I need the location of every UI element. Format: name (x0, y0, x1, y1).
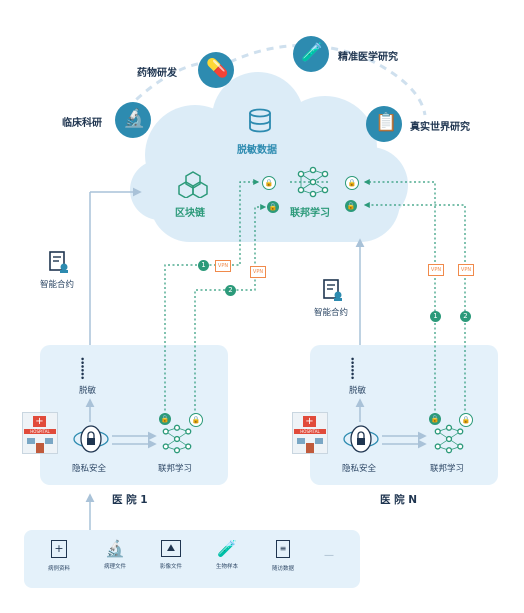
neural-network-icon (297, 166, 329, 198)
clipboard-icon: 📋 (375, 112, 398, 133)
neural-network-icon (434, 424, 464, 454)
hospital-sign: HOSPITAL (24, 429, 56, 434)
lock-icon: 🔒 (262, 176, 276, 190)
step-badge-2: 2 (225, 285, 236, 296)
cloud-title: 脱敏数据 (237, 145, 277, 156)
lock-icon: 🔒 (267, 201, 279, 213)
source-followup: ≡ 随访数据 (258, 540, 308, 572)
hospitalN-federated-label: 联邦学习 (430, 464, 465, 474)
privacy-shield-icon (343, 425, 379, 453)
vpn-badge: VPN (250, 266, 266, 278)
red-cross-icon: + (33, 416, 46, 427)
source-medical-record: + 病例资料 (47, 540, 70, 572)
realworld-research-label: 真实世界研究 (410, 122, 470, 133)
lock-icon: 🔒 (159, 413, 171, 425)
smart-contract-label-left: 智能合约 (40, 280, 75, 290)
source-imaging: ⛰ 影像文件 (146, 540, 196, 570)
step-badge-2: 2 (460, 311, 471, 322)
contract-icon (49, 251, 68, 273)
source-pathology: 🔬 病理文件 (90, 539, 140, 571)
medical-record-icon: + (51, 540, 67, 558)
clinical-research-node: 🔬 (115, 102, 151, 138)
federated-cloud-label: 联邦学习 (290, 208, 330, 219)
blockchain-icon (178, 171, 208, 198)
more-indicator: — (324, 550, 334, 561)
microscope-icon: 🔬 (105, 539, 125, 558)
test-tube-icon: 🧪 (217, 539, 237, 558)
vpn-badge: VPN (215, 260, 231, 272)
vpn-badge: VPN (458, 264, 474, 276)
hospital1-federated-label: 联邦学习 (158, 464, 193, 474)
drug-research-label: 药物研发 (137, 68, 177, 79)
hospitalN-name: 医 院 N (380, 494, 418, 506)
precision-research-label: 精准医学研究 (338, 52, 398, 63)
hospitalN-privacy-label: 隐私安全 (342, 464, 377, 474)
hospital1-name: 医 院 1 (112, 494, 148, 506)
test-tubes-icon: 🧪 (301, 42, 324, 63)
clinical-research-label: 临床科研 (62, 118, 102, 129)
image-icon: ⛰ (161, 540, 181, 557)
realworld-research-node: 📋 (366, 106, 402, 142)
smart-contract-label-right: 智能合约 (314, 308, 349, 318)
step-badge-1: 1 (430, 311, 441, 322)
database-icon (249, 108, 271, 133)
desensitize-icon: ⸽ (350, 356, 356, 380)
microscope-icon: 🔬 (123, 108, 146, 129)
lock-icon: 🔒 (429, 413, 441, 425)
neural-network-icon (162, 424, 192, 454)
pills-icon: 💊 (206, 58, 229, 79)
red-cross-icon: + (303, 416, 316, 427)
document-icon: ≡ (276, 540, 290, 558)
lock-icon: 🔒 (345, 176, 359, 190)
hospitalN-desensitize-label: 脱敏 (349, 386, 367, 396)
lock-icon: 🔒 (459, 413, 473, 427)
lock-icon: 🔒 (189, 413, 203, 427)
blockchain-label: 区块链 (175, 208, 205, 219)
contract-icon (323, 279, 342, 301)
source-biosample: 🧪 生物样本 (202, 539, 252, 571)
drug-research-node: 💊 (198, 52, 234, 88)
vpn-badge: VPN (428, 264, 444, 276)
privacy-shield-icon (73, 425, 109, 453)
hospital1-desensitize-label: 脱敏 (79, 386, 97, 396)
desensitize-icon: ⸽ (80, 356, 86, 380)
research-arc (116, 44, 427, 120)
hospital-sign: HOSPITAL (294, 429, 326, 434)
precision-research-node: 🧪 (293, 36, 329, 72)
hospital-building-icon: + HOSPITAL (22, 412, 58, 454)
cloud-shape (130, 72, 408, 242)
hospital-building-icon: + HOSPITAL (292, 412, 328, 454)
lock-icon: 🔒 (345, 200, 357, 212)
hospital1-privacy-label: 隐私安全 (72, 464, 107, 474)
step-badge-1: 1 (198, 260, 209, 271)
